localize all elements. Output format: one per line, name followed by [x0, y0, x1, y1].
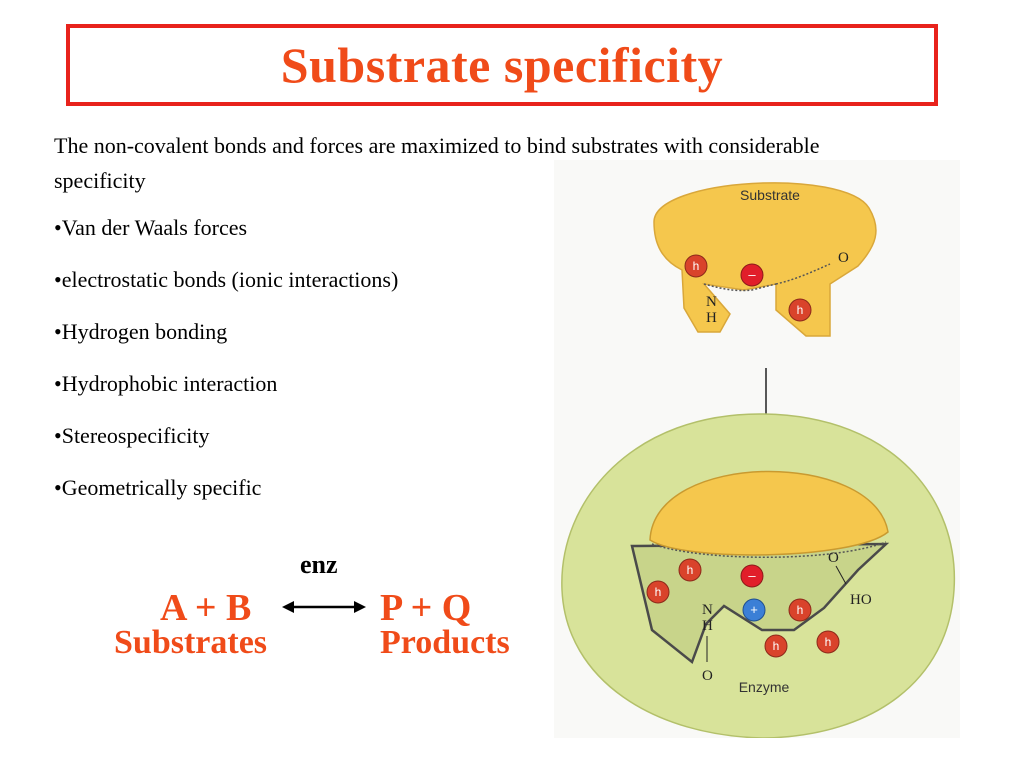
h-label: h: [687, 563, 694, 577]
substrate-shape: [653, 182, 877, 337]
hydrogen-label: H: [706, 310, 717, 326]
title-box: Substrate specificity: [66, 24, 938, 106]
oxygen-label: O: [838, 250, 849, 266]
oxygen-label: O: [702, 668, 713, 684]
slide-title: Substrate specificity: [280, 37, 724, 93]
oxygen-label: O: [828, 550, 839, 566]
hydrophobic-h-icon: [816, 630, 840, 654]
hydrophobic-h-icon: [788, 298, 812, 322]
positive-charge-icon: [742, 598, 766, 622]
minus-label: –: [748, 568, 756, 583]
reactants: A + B: [160, 587, 252, 629]
illustration-svg: Substrate h – h O N H Enzyme h – h + h: [554, 160, 960, 738]
products: P + Q: [380, 587, 472, 629]
enzyme-catalyst-label: enz: [300, 550, 338, 579]
nitrogen-label: N: [706, 294, 717, 310]
negative-charge-icon: [740, 263, 764, 287]
plus-label: +: [750, 602, 758, 617]
substrates-label: Substrates: [114, 624, 268, 661]
bullet-list: •Van der Waals forces •electrostatic bon…: [54, 210, 398, 522]
substrate-label: Substrate: [740, 187, 800, 203]
enzyme-substrate-illustration: Substrate h – h O N H Enzyme h – h + h: [554, 160, 960, 738]
double-arrow-icon: [282, 601, 366, 613]
enzyme-label: Enzyme: [739, 679, 790, 695]
products-label: Products: [380, 624, 510, 661]
hydrogen-label: H: [702, 618, 713, 634]
ho-label: HO: [850, 592, 872, 608]
intro-text: The non-covalent bonds and forces are ma…: [54, 133, 820, 193]
h-label: h: [797, 303, 804, 317]
h-label: h: [797, 603, 804, 617]
minus-label: –: [748, 267, 756, 282]
bullet-item: •Hydrophobic interaction: [54, 371, 278, 396]
bullet-item: •Van der Waals forces: [54, 215, 248, 240]
hydrophobic-h-icon: [646, 580, 670, 604]
hydrophobic-h-icon: [678, 558, 702, 582]
bullet-item: •Geometrically specific: [54, 475, 262, 500]
h-label: h: [773, 639, 780, 653]
hydrogen-bond-line: [835, 565, 847, 585]
bullet-item: •Stereospecificity: [54, 423, 210, 448]
negative-charge-icon: [740, 564, 764, 588]
bullet-item: •electrostatic bonds (ionic interactions…: [54, 267, 399, 292]
h-label: h: [655, 585, 662, 599]
hydrophobic-h-icon: [788, 598, 812, 622]
hydrophobic-h-icon: [684, 254, 708, 278]
nitrogen-label: N: [702, 602, 713, 618]
h-label: h: [825, 635, 832, 649]
bullet-item: •Hydrogen bonding: [54, 319, 228, 344]
h-label: h: [693, 259, 700, 273]
hydrophobic-h-icon: [764, 634, 788, 658]
